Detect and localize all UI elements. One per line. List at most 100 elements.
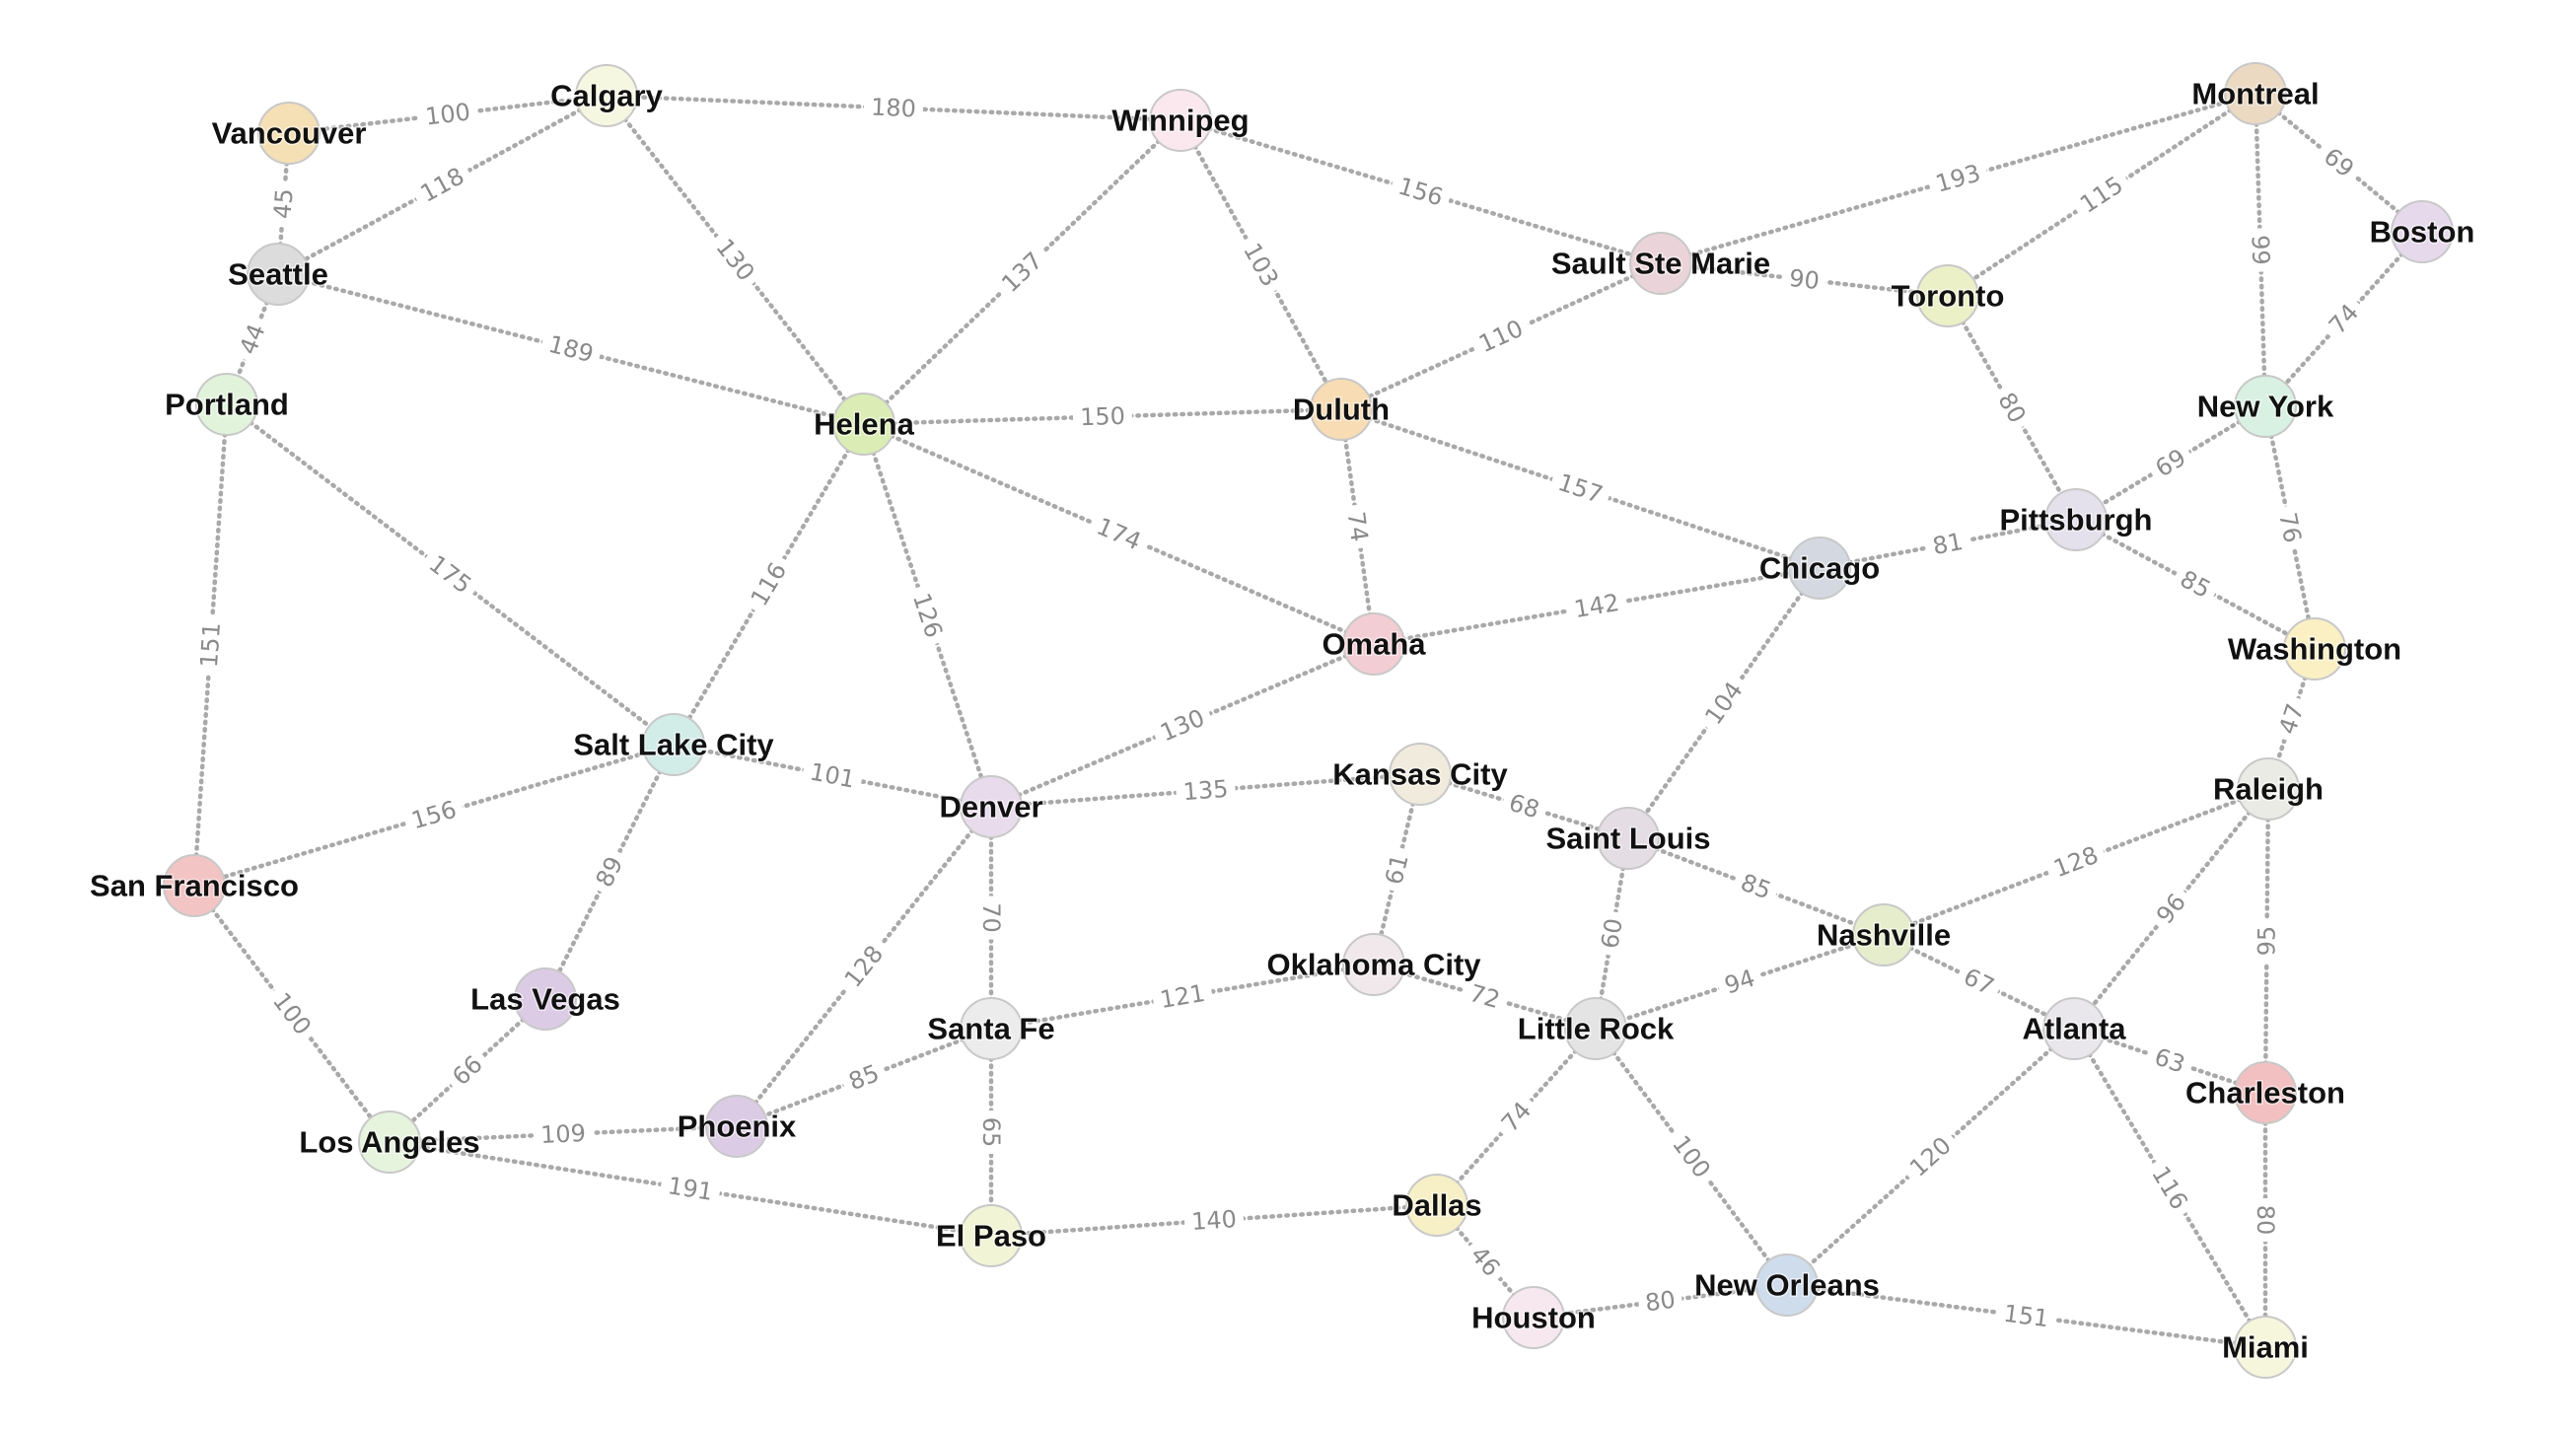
edge-label-background <box>1547 466 1613 511</box>
edge-label-background <box>443 1046 492 1095</box>
node-miami[interactable]: Miami <box>2221 1316 2310 1379</box>
node-neworleans[interactable]: New Orleans <box>1693 1253 1881 1317</box>
node-circle[interactable] <box>247 243 310 306</box>
node-circle[interactable] <box>2224 62 2287 125</box>
node-circle[interactable] <box>1564 997 1627 1060</box>
node-circle[interactable] <box>358 1110 421 1174</box>
node-circle[interactable] <box>960 1204 1023 1267</box>
node-circle[interactable] <box>960 775 1023 838</box>
node-winnipeg[interactable]: Winnipeg <box>1110 89 1251 152</box>
node-circle[interactable] <box>2237 757 2300 821</box>
node-saintlouis[interactable]: Saint Louis <box>1544 807 1712 870</box>
node-montreal[interactable]: Montreal <box>2190 62 2321 125</box>
node-atlanta[interactable]: Atlanta <box>2021 997 2128 1060</box>
node-boston[interactable]: Boston <box>2368 200 2476 263</box>
node-circle[interactable] <box>1310 378 1373 441</box>
edge-distance-label: 61 <box>1380 851 1413 887</box>
node-sanfrancisco[interactable]: San Francisco <box>89 854 300 917</box>
node-elpaso[interactable]: El Paso <box>935 1204 1048 1267</box>
node-helena[interactable]: Helena <box>813 393 916 456</box>
node-circle[interactable] <box>195 373 258 436</box>
node-houston[interactable]: Houston <box>1470 1286 1597 1349</box>
node-circle[interactable] <box>2234 1061 2297 1124</box>
node-circle[interactable] <box>832 393 895 456</box>
edge-label-background <box>1379 845 1415 894</box>
node-pittsburgh[interactable]: Pittsburgh <box>1998 488 2154 551</box>
node-duluth[interactable]: Duluth <box>1291 378 1392 441</box>
node-chicago[interactable]: Chicago <box>1757 537 1882 600</box>
nodes-layer: Vancouver Calgary Winnipeg MontrealBostonSe… <box>89 62 2476 1379</box>
node-circle[interactable] <box>2234 375 2297 438</box>
edge-lasvegas-losangeles: 66 <box>387 996 548 1145</box>
node-circle[interactable] <box>1597 807 1660 870</box>
node-circle[interactable] <box>2283 617 2346 680</box>
node-circle[interactable] <box>257 102 321 165</box>
node-circle[interactable] <box>1389 743 1452 806</box>
node-circle[interactable] <box>1405 1174 1468 1237</box>
node-saltlake[interactable]: Salt Lake City <box>572 713 776 776</box>
node-circle[interactable] <box>1788 537 1851 600</box>
node-portland[interactable]: Portland <box>164 373 290 436</box>
node-circle[interactable] <box>2044 488 2108 551</box>
node-newyork[interactable]: New York <box>2195 375 2335 438</box>
edge-chicago-saintlouis: 104 <box>1625 565 1823 841</box>
node-santafe[interactable]: Santa Fe <box>926 997 1056 1060</box>
edge-label-background <box>533 1119 594 1149</box>
node-circle[interactable] <box>705 1095 768 1158</box>
node-losangeles[interactable]: Los Angeles <box>298 1110 481 1174</box>
node-circle[interactable] <box>2042 997 2106 1060</box>
edge-vancouver-calgary: 100 <box>286 93 609 136</box>
edge-distance-label: 100 <box>424 98 472 130</box>
node-omaha[interactable]: Omaha <box>1321 612 1428 676</box>
edge-label-background <box>2272 503 2308 552</box>
node-circle[interactable] <box>163 854 226 917</box>
node-toronto[interactable]: Toronto <box>1890 264 2006 327</box>
edge-label-background <box>1461 1236 1510 1287</box>
node-circle[interactable] <box>1916 264 1979 327</box>
edge-label-background <box>1954 961 2004 1003</box>
edge-label-background <box>1150 701 1215 750</box>
edge-line <box>2262 786 2271 1096</box>
node-calgary[interactable]: Calgary <box>549 64 665 127</box>
edge-label-background <box>2145 441 2196 485</box>
node-dallas[interactable]: Dallas <box>1391 1174 1483 1237</box>
node-kansascity[interactable]: Kansas City <box>1331 743 1510 806</box>
node-phoenix[interactable]: Phoenix <box>676 1095 799 1158</box>
node-circle[interactable] <box>514 967 577 1031</box>
edge-label-background <box>1460 977 1510 1016</box>
node-circle[interactable] <box>2234 1316 2297 1379</box>
edge-label-background <box>538 328 604 370</box>
node-circle[interactable] <box>1502 1286 1565 1349</box>
node-circle[interactable] <box>1629 232 1692 295</box>
edge-santafe-phoenix: 85 <box>734 1026 994 1129</box>
edge-duluth-omaha: 74 <box>1338 406 1377 647</box>
node-raleigh[interactable]: Raleigh <box>2212 757 2325 821</box>
node-circle[interactable] <box>2391 200 2454 263</box>
node-circle[interactable] <box>575 64 638 127</box>
node-oklahoma[interactable]: Oklahoma City <box>1265 933 1483 996</box>
node-circle[interactable] <box>1149 89 1212 152</box>
node-sault[interactable]: Sault Ste Marie <box>1549 232 1772 295</box>
node-label: Houston <box>1471 1301 1596 1335</box>
node-vancouver[interactable]: Vancouver <box>210 102 368 165</box>
node-denver[interactable]: Denver <box>938 775 1044 838</box>
node-washington[interactable]: Washington <box>2226 617 2403 680</box>
edge-duluth-chicago: 157 <box>1338 406 1823 571</box>
edge-winnipeg-helena: 137 <box>861 117 1183 427</box>
node-circle[interactable] <box>1342 612 1405 676</box>
node-littlerock[interactable]: Little Rock <box>1516 997 1676 1060</box>
node-lasvegas[interactable]: Las Vegas <box>469 967 621 1031</box>
node-circle[interactable] <box>1755 1253 1819 1317</box>
node-circle[interactable] <box>1342 933 1405 996</box>
node-charleston[interactable]: Charleston <box>2184 1061 2346 1124</box>
edge-boston-newyork: 74 <box>2262 229 2425 409</box>
edge-charleston-miami: 80 <box>2252 1090 2279 1350</box>
edge-label-background <box>1183 1205 1245 1236</box>
edge-distance-label: 151 <box>2002 1300 2050 1333</box>
node-seattle[interactable]: Seattle <box>227 243 329 306</box>
node-label: Vancouver <box>212 116 367 151</box>
node-circle[interactable] <box>1852 903 1915 967</box>
node-nashville[interactable]: Nashville <box>1815 903 1953 967</box>
node-circle[interactable] <box>960 997 1023 1060</box>
node-circle[interactable] <box>642 713 705 776</box>
